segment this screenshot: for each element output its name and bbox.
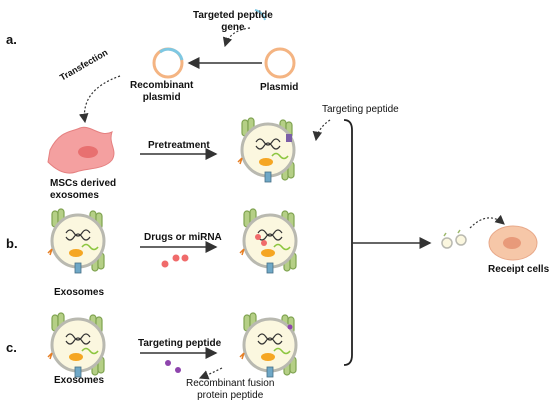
uptake-arrow <box>469 214 505 229</box>
msc-cell <box>47 126 115 174</box>
plasmid-label: Plasmid <box>260 82 299 93</box>
peptide-dots <box>165 360 181 373</box>
merge-bracket <box>343 119 353 366</box>
exosome-c <box>46 311 106 379</box>
drugs-or-mirna-label: Drugs or miRNA <box>144 232 222 243</box>
engineered-exosome-a <box>236 116 296 184</box>
targeting-peptide-label-a: Targeting peptide <box>322 104 399 115</box>
plasmid-circle <box>264 47 296 79</box>
section-a-label: a. <box>6 32 17 47</box>
mscs-exosomes-label: MSCs derived exosomes <box>50 178 117 201</box>
fusion-protein-pointer <box>198 367 223 380</box>
transfection-arrow <box>78 75 121 124</box>
exosome-b <box>46 207 106 275</box>
drug-dots <box>161 254 189 268</box>
engineered-exosome-c <box>238 311 298 379</box>
receipt-cells-label: Receipt cells <box>488 264 550 275</box>
loaded-exosome-b <box>238 207 298 275</box>
inserted-gene-arc <box>159 47 184 61</box>
peptide-gene-arc <box>254 9 266 21</box>
section-b-label: b. <box>6 236 18 251</box>
exosomes-c-label: Exosomes <box>54 375 105 386</box>
targeted-peptide-gene-label: Targeted peptide gene <box>193 10 273 33</box>
section-c-label: c. <box>6 340 17 355</box>
targeting-peptide-label-c: Targeting peptide <box>138 338 222 349</box>
plasmid-diagram <box>78 9 296 124</box>
recombinant-fusion-label: Recombinant fusion protein peptide <box>186 378 275 401</box>
exosomes-b-label: Exosomes <box>54 287 105 298</box>
small-exosomes <box>441 229 467 249</box>
gene-insert-arrow <box>222 27 251 48</box>
targeting-peptide-pointer <box>312 119 331 142</box>
receipt-cell <box>488 225 538 261</box>
pretreatment-label: Pretreatment <box>148 140 210 151</box>
recombinant-plasmid-label: Recombinant plasmid <box>130 80 194 103</box>
